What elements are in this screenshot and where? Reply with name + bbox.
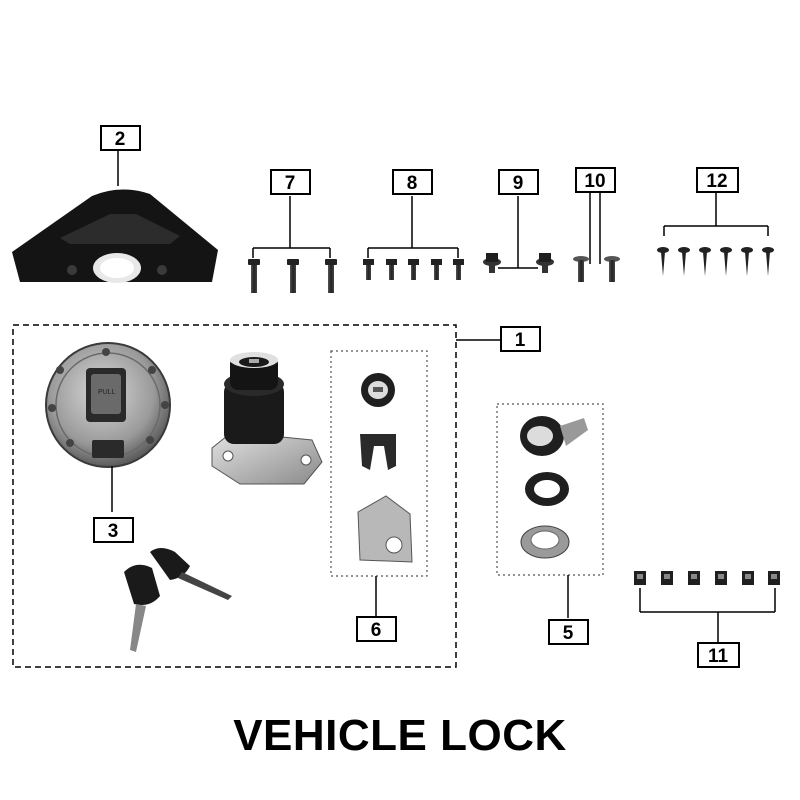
clip-nut-icon [634,571,646,585]
clip-nut-icon [715,571,727,585]
key-icon [150,548,232,600]
callout-10: 10 [575,167,616,193]
spring-clip-icon [360,434,396,470]
svg-text:2: 2 [115,129,126,150]
callout-12: 12 [696,167,739,193]
page-title: VEHICLE LOCK [233,711,567,760]
lock-nut-icon [520,525,570,559]
svg-text:5: 5 [563,623,574,644]
part-8-screws [363,196,464,280]
callout-7: 7 [270,169,311,195]
callout-1: 1 [500,326,541,352]
screw-icon [453,259,464,280]
part-2-cover [12,150,218,283]
svg-text:3: 3 [108,521,119,542]
clip-nut-icon [768,571,780,585]
bolt-icon [325,259,337,293]
bolt-icon [248,259,260,293]
fuel-cap-pull-label: PULL [98,389,116,396]
part-6-group [330,350,428,616]
bracket-plate-icon [357,495,413,563]
svg-text:6: 6 [371,620,382,641]
svg-text:12: 12 [706,171,727,192]
tapping-screw-icon [720,247,732,276]
countersunk-screw-icon [604,256,620,282]
tapping-screw-icon [762,247,774,276]
ignition-switch [211,352,323,485]
screw-icon [386,259,397,280]
part-11-clip-nuts [634,571,780,642]
clip-nut-icon [688,571,700,585]
callout-2: 2 [100,125,141,151]
screw-icon [431,259,442,280]
callout-11: 11 [697,642,740,668]
flange-bolt-icon [536,253,554,273]
clip-nut-icon [742,571,754,585]
callout-5: 5 [548,619,589,645]
svg-text:10: 10 [584,171,605,192]
svg-text:9: 9 [513,173,524,194]
lock-cylinder-icon [361,373,395,407]
tapping-screw-icon [657,247,669,276]
svg-text:7: 7 [285,173,296,194]
part-1-lock-set-group [12,324,500,668]
rubber-ring-icon [525,472,569,506]
screw-icon [408,259,419,280]
svg-text:8: 8 [407,173,418,194]
tapping-screw-icon [741,247,753,276]
lock-barrel-icon [520,416,588,456]
part-10-screws [573,193,620,282]
bolt-icon [287,259,299,293]
callout-8: 8 [392,169,433,195]
tapping-screw-icon [678,247,690,276]
svg-text:11: 11 [708,646,729,667]
tapping-screw-icon [699,247,711,276]
callout-9: 9 [498,169,539,195]
flange-bolt-icon [483,253,501,273]
callout-3: 3 [93,517,134,543]
part-9-flange-bolts [483,196,554,273]
callout-6: 6 [356,616,397,642]
key-set [124,548,232,652]
svg-text:1: 1 [515,330,526,351]
part-12-screws [657,193,774,276]
part-7-bolts [248,196,337,293]
key-icon [124,564,160,652]
fuel-tank-cap: PULL [45,342,171,512]
clip-nut-icon [661,571,673,585]
screw-icon [363,259,374,280]
countersunk-screw-icon [573,256,589,282]
part-5-group [496,403,604,618]
